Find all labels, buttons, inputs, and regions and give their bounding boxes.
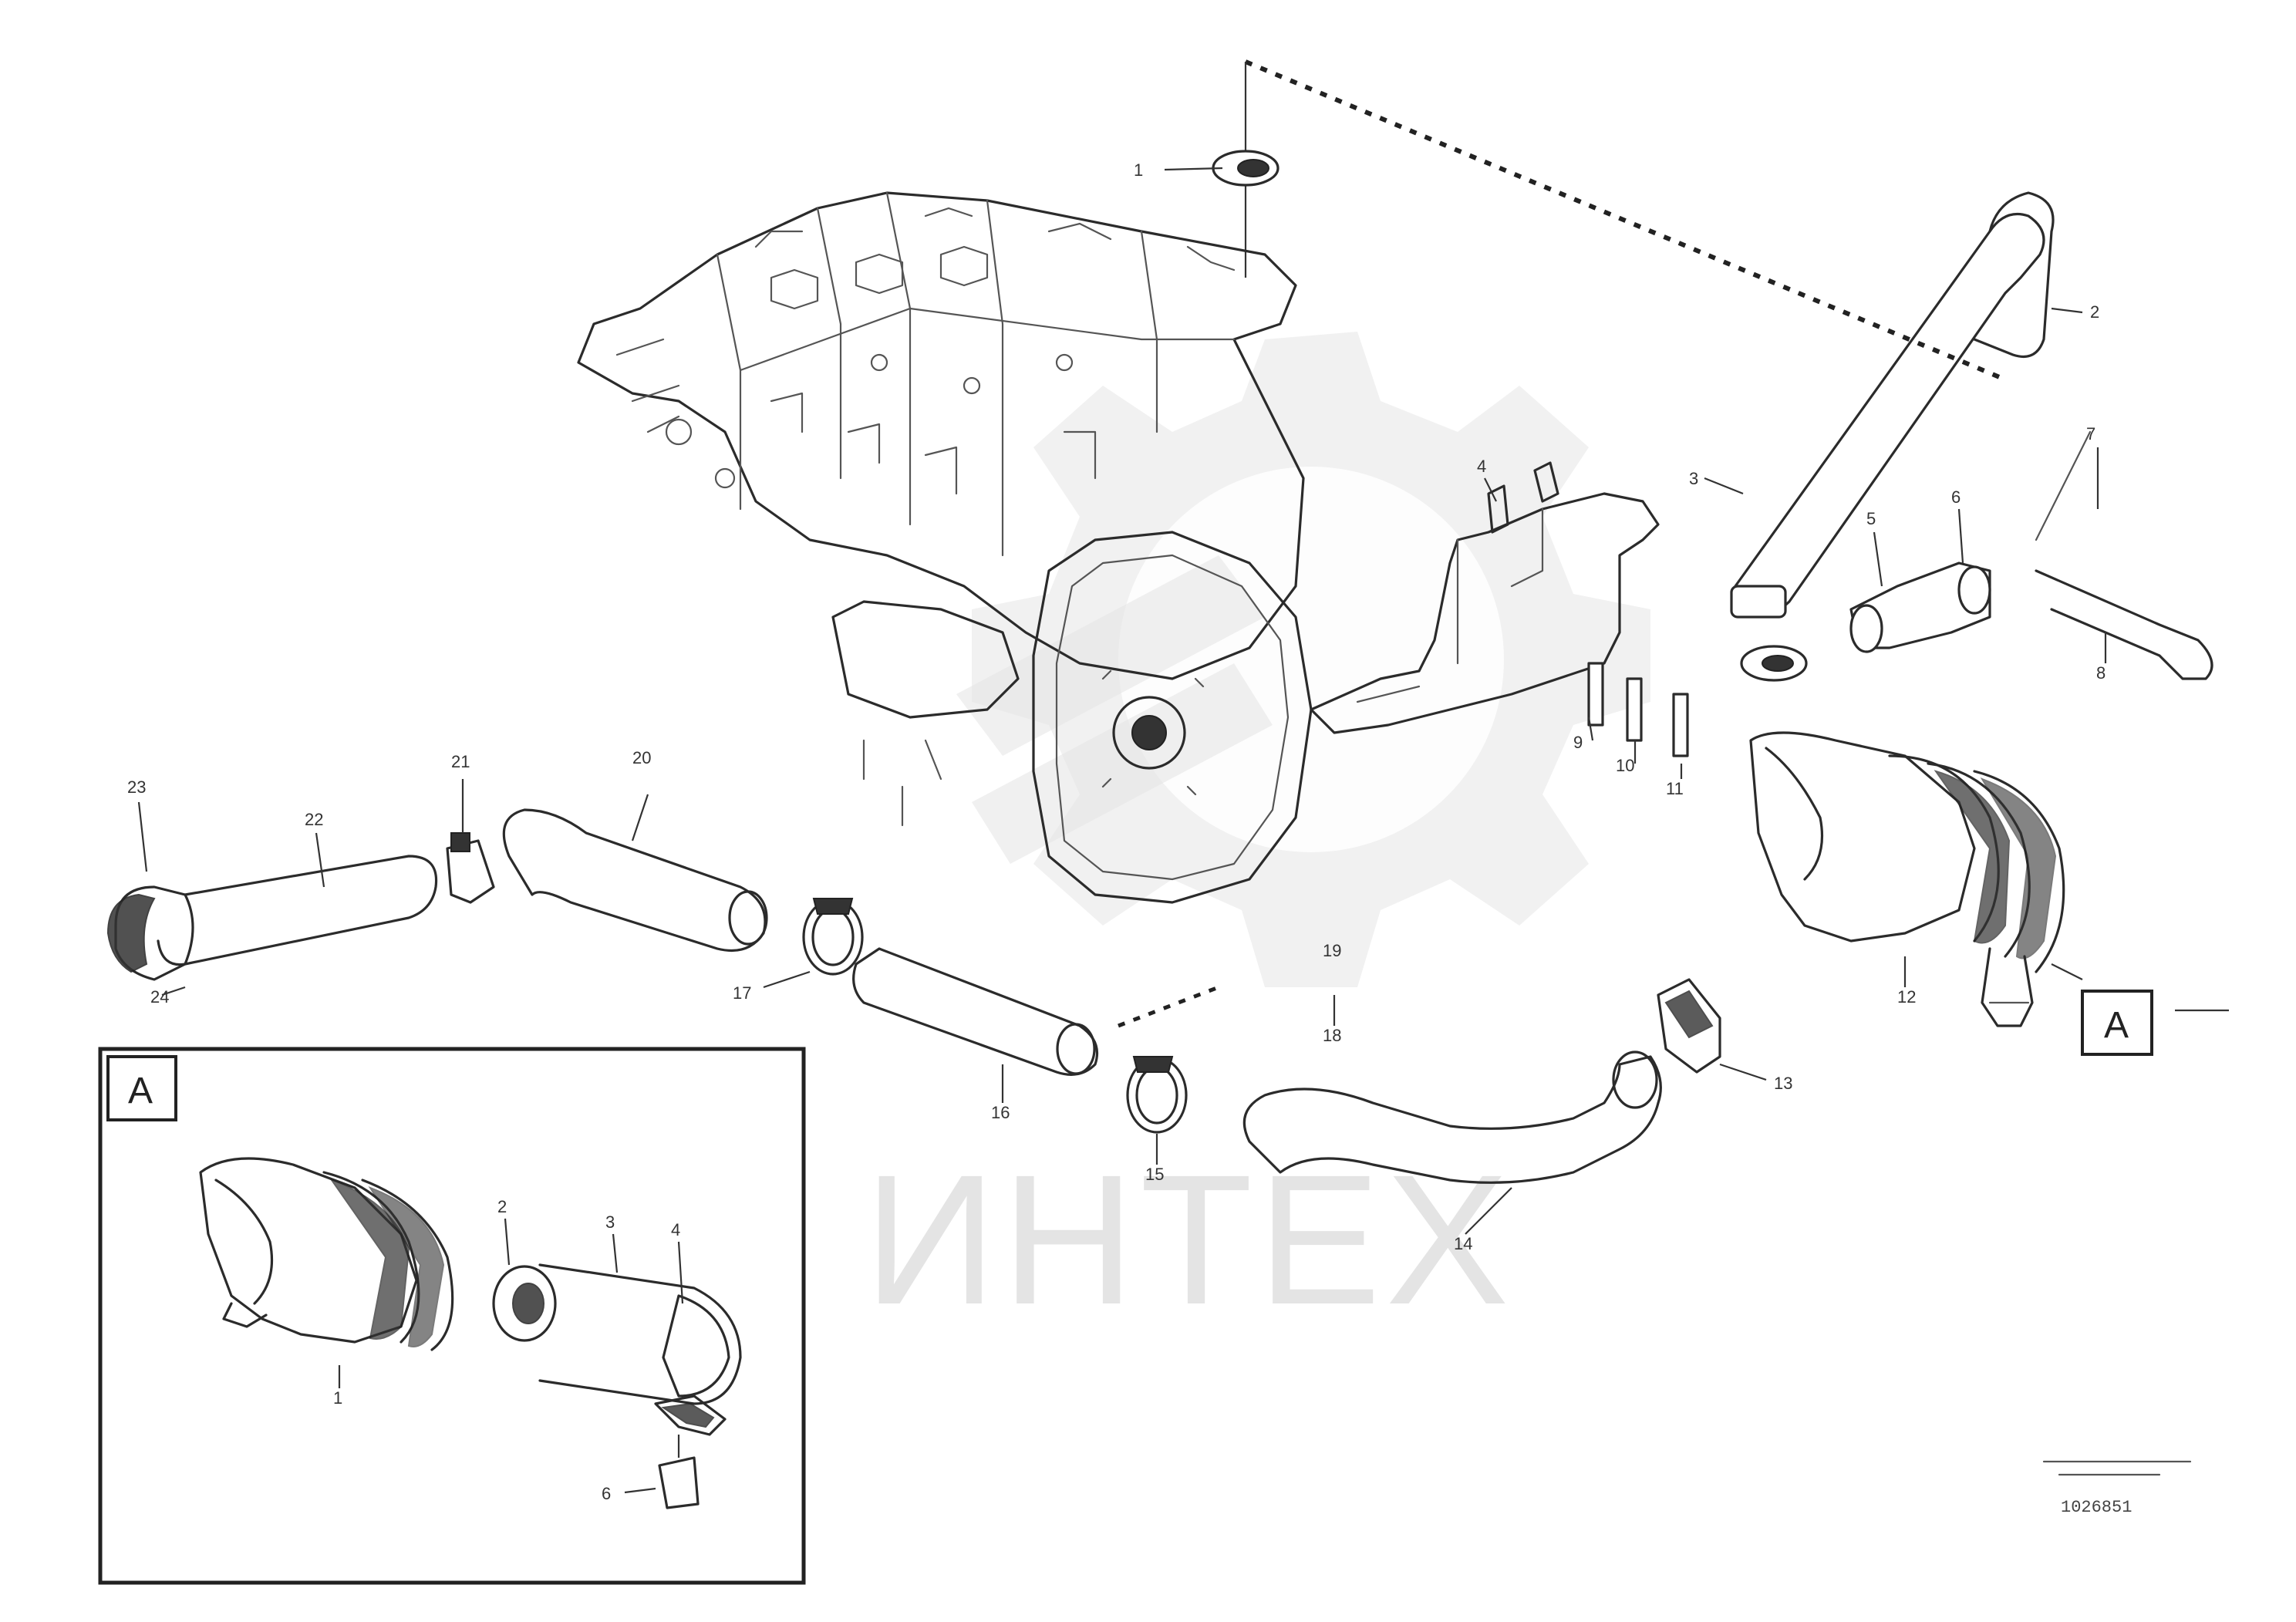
callout-c21: 21: [451, 752, 470, 771]
document-reference: 1026851: [2042, 1460, 2192, 1517]
callout-c04: 4: [1477, 457, 1486, 476]
engine-block: [577, 191, 1305, 827]
callout-c24: 24: [150, 987, 169, 1007]
callout-c15: 15: [1145, 1165, 1164, 1184]
callout-c11: 11: [1666, 779, 1684, 798]
callout-c17: 17: [733, 983, 751, 1003]
detail-air-cleaner: [199, 1157, 454, 1351]
detail-end-cap: [654, 1394, 727, 1509]
view-reference-box: A: [2081, 990, 2153, 1056]
detail-leaders: [338, 1218, 684, 1494]
detail-callout-d2: 2: [497, 1197, 507, 1216]
leader-lines: [137, 167, 2229, 1235]
callout-c19: 19: [1323, 941, 1341, 960]
callout-c01: 1: [1134, 160, 1143, 180]
detail-callout-d3: 3: [605, 1212, 615, 1232]
clamp-bolt-line: [1118, 985, 1219, 1028]
hose-clamp-left: [802, 898, 864, 976]
rubber-sleeve: [1657, 978, 1721, 1074]
callout-c06: 6: [1951, 487, 1961, 507]
detail-callout-d1: 1: [333, 1388, 342, 1408]
callout-c14: 14: [1454, 1234, 1472, 1253]
mounting-bracket: [1310, 461, 1689, 757]
detail-callout-d6: 6: [602, 1484, 611, 1503]
document-ref-number: 1026851: [2061, 1498, 2132, 1517]
document-ref-note-mark: [2042, 1460, 2192, 1476]
callout-c16: 16: [991, 1103, 1010, 1122]
callout-labels: 1 2 3 4 5 6 7 8 9 10 11 12 13 14 15 16 1…: [127, 160, 2106, 1253]
watermark-gear-icon: [956, 332, 1650, 987]
connection-dashed-line: [1244, 59, 2003, 380]
detail-callout-d4: 4: [671, 1220, 680, 1239]
callout-c13: 13: [1774, 1074, 1792, 1093]
intake-pipe-left: [502, 808, 768, 953]
callout-c09: 9: [1573, 733, 1583, 752]
detail-view-label: A: [128, 1071, 153, 1111]
flywheel-housing: [1032, 531, 1313, 904]
intake-hose-curved: [1242, 1050, 1662, 1184]
callout-c22: 22: [305, 810, 323, 829]
view-reference-label: A: [2104, 1005, 2129, 1046]
callout-c18: 18: [1323, 1026, 1341, 1045]
callout-c12: 12: [1897, 987, 1916, 1007]
elbow-hose-left: [106, 855, 438, 981]
pipe-connector: [446, 832, 495, 904]
fitting-assembly: [1849, 430, 2213, 680]
callout-c08: 8: [2096, 663, 2106, 683]
hose-straight-middle: [852, 947, 1099, 1076]
callout-c07: 7: [2086, 424, 2095, 443]
callout-c20: 20: [632, 748, 651, 767]
callout-c02: 2: [2090, 302, 2099, 322]
hose-clamp: [1126, 1056, 1188, 1134]
callout-c23: 23: [127, 777, 146, 797]
callout-c05: 5: [1866, 509, 1876, 528]
air-cleaner: [1749, 731, 2065, 1027]
callout-c10: 10: [1616, 756, 1634, 775]
top-cap: [1212, 150, 1279, 187]
watermark-text: ИНТЕХ: [864, 1136, 1514, 1343]
air-intake-pipe: [1730, 191, 2055, 682]
detail-view-frame: A 1 2 3: [98, 1047, 806, 1585]
detail-filter-element: [492, 1263, 742, 1405]
callout-c03: 3: [1689, 469, 1698, 488]
